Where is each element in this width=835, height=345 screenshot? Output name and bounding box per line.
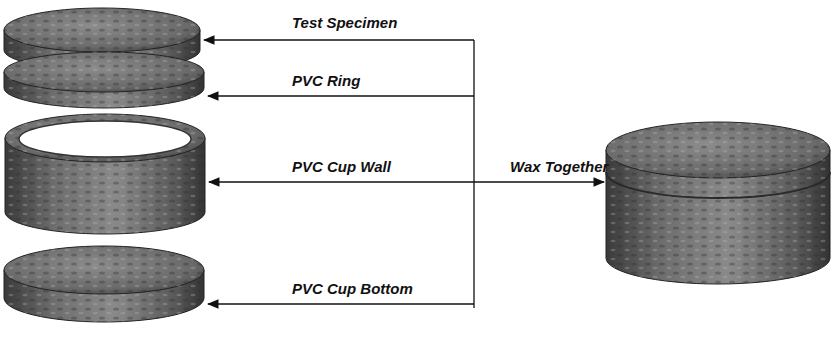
pvc-ring	[4, 52, 204, 108]
pvc-cup-wall	[5, 114, 205, 234]
part-label: PVC Ring	[292, 72, 360, 90]
leader-arrow	[204, 39, 474, 40]
pvc-cup-bottom	[4, 246, 204, 322]
part-label: PVC Cup Wall	[292, 158, 391, 176]
part-label: PVC Cup Bottom	[292, 280, 413, 298]
leader-arrow	[208, 303, 474, 304]
leader-arrow	[209, 181, 604, 182]
part-label: Wax Together	[510, 158, 608, 176]
part-label: Test Specimen	[292, 14, 397, 32]
bracket-line	[473, 40, 474, 308]
leader-arrow	[208, 95, 474, 96]
assembled-cup	[606, 122, 830, 284]
